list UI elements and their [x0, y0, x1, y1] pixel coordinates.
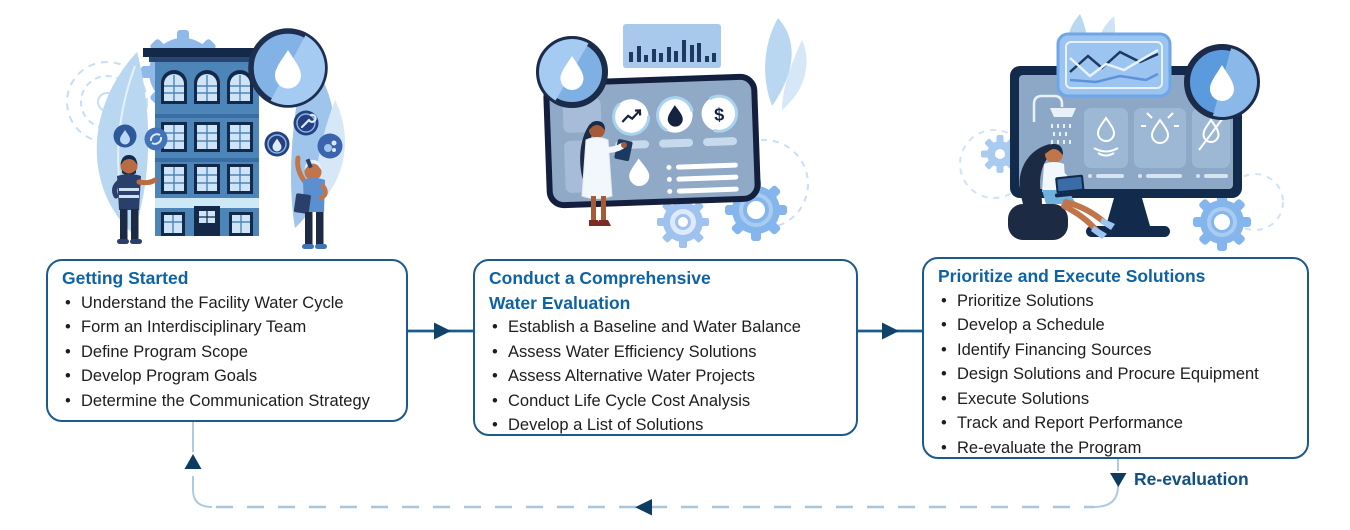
line-chart-icon — [1056, 32, 1172, 98]
step-title: Water Evaluation — [489, 292, 631, 313]
water-drop-ripple-icon — [1093, 116, 1119, 157]
bullet-item: Understand the Facility Water Cycle — [62, 291, 398, 316]
bullet-item: Identify Financing Sources — [938, 338, 1299, 363]
trend-gauge-icon — [612, 97, 651, 136]
gear-icon — [1193, 193, 1251, 251]
bullet-list: Understand the Facility Water Cycle Form… — [62, 291, 398, 414]
bullet-list: Prioritize Solutions Develop a Schedule … — [938, 289, 1299, 461]
step-box-prioritize-execute: Prioritize and Execute Solutions Priorit… — [922, 257, 1309, 461]
gear-icon — [657, 196, 709, 248]
dollar-gauge-icon: $ — [700, 94, 739, 133]
recycle-icon — [144, 127, 168, 151]
water-drop-icon — [264, 131, 290, 157]
bar-chart-icon — [623, 24, 721, 68]
water-drop-badge-icon — [248, 28, 328, 108]
shower-icon — [1032, 94, 1076, 144]
gear-icon — [981, 135, 1019, 173]
molecule-icon — [317, 133, 343, 159]
bullet-item: Define Program Scope — [62, 340, 398, 365]
step-box-getting-started: Getting Started Understand the Facility … — [46, 259, 408, 422]
step-title: Conduct a Comprehensive — [489, 268, 711, 288]
laptop-icon — [1054, 174, 1087, 198]
bullet-item: Develop a Schedule — [938, 313, 1299, 338]
bullet-item: Re-evaluate the Program — [938, 436, 1299, 461]
water-drop-icon — [629, 158, 650, 186]
feedback-down-arrowhead — [1110, 473, 1127, 487]
bullet-item: Execute Solutions — [938, 387, 1299, 412]
bullet-item: Develop a List of Solutions — [489, 413, 848, 438]
leaf-icon — [782, 40, 807, 110]
feedback-label: Re-evaluation — [1134, 469, 1249, 489]
bullet-item: Determine the Communication Strategy — [62, 389, 398, 414]
bullet-item: Establish a Baseline and Water Balance — [489, 315, 848, 340]
step-title: Getting Started — [62, 268, 189, 288]
step-title: Prioritize and Execute Solutions — [938, 266, 1206, 286]
bullet-item: Conduct Life Cycle Cost Analysis — [489, 389, 848, 414]
water-drop-badge-icon — [1184, 44, 1260, 120]
water-drop-sprout-icon — [1141, 112, 1179, 144]
feedback-loop — [184, 422, 1127, 516]
step-box-water-evaluation: Conduct a Comprehensive Water Evaluation… — [473, 259, 858, 438]
water-drop-icon — [113, 124, 137, 148]
list-lines — [666, 162, 739, 194]
leaf-icon — [765, 18, 792, 106]
bullet-item: Prioritize Solutions — [938, 289, 1299, 314]
person-right — [293, 155, 328, 249]
feedback-up-arrowhead — [184, 454, 202, 469]
monitor-icon — [1010, 66, 1242, 237]
dollar-icon: $ — [714, 104, 725, 124]
arrow-step2-to-step3 — [857, 322, 923, 340]
bullet-item: Design Solutions and Procure Equipment — [938, 362, 1299, 387]
water-drop-gauge-icon — [656, 96, 695, 135]
feedback-mid-arrowhead — [635, 499, 652, 516]
bullet-item: Track and Report Performance — [938, 411, 1299, 436]
bullet-item: Assess Alternative Water Projects — [489, 364, 848, 389]
arrow-step1-to-step2 — [407, 322, 474, 340]
water-drop-badge-icon — [536, 36, 608, 108]
illustration-prioritize-execute — [959, 14, 1284, 251]
building-icon — [143, 48, 271, 236]
panel-captions — [1088, 174, 1228, 178]
person-seated — [1008, 144, 1115, 240]
dashed-circle — [719, 139, 809, 229]
bullet-item: Assess Water Efficiency Solutions — [489, 340, 848, 365]
wrench-icon — [293, 110, 319, 136]
person-left — [112, 155, 158, 244]
person-analyst — [580, 121, 633, 226]
illustration-getting-started — [66, 28, 345, 249]
bullet-list: Establish a Baseline and Water Balance A… — [489, 315, 848, 438]
bullet-item: Develop Program Goals — [62, 364, 398, 389]
illustration-water-evaluation: $ — [536, 18, 809, 248]
bullet-item: Form an Interdisciplinary Team — [62, 315, 398, 340]
water-drop-slash-icon — [1198, 117, 1224, 151]
